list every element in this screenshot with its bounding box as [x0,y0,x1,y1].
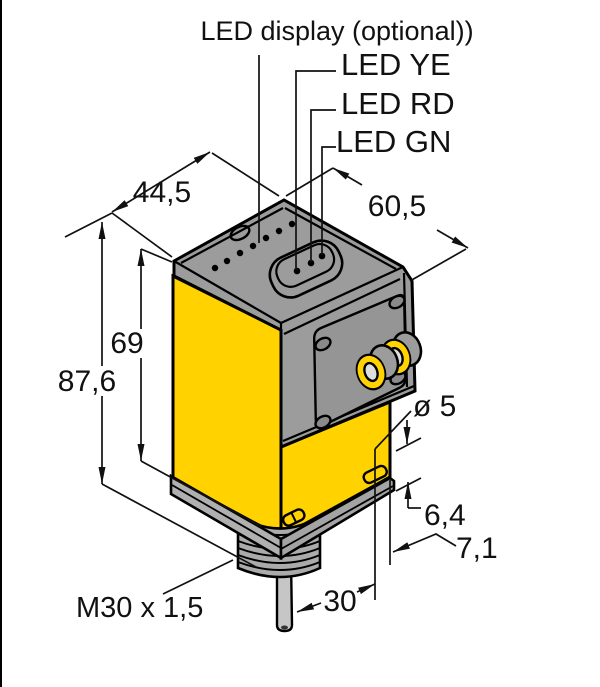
led-gn-label: LED GN [336,124,451,159]
lens-ring-icon [357,355,385,389]
dimension-lines [64,151,469,613]
led-ye-dot [293,267,301,275]
led-display-dots [211,220,296,272]
screw-icon [388,294,406,310]
lens-optics [355,331,423,391]
led-rd-label: LED RD [341,86,455,121]
cable-end-icon [281,625,288,630]
thread-label: M30 x 1,5 [76,592,203,624]
dim-hole-to-bottom: 6,4 [424,499,466,532]
status-led-dots [293,252,326,275]
screw-icon [314,336,332,352]
dim-top-width: 44,5 [133,176,191,209]
dim-body-height: 69 [110,327,143,360]
dim-hole-to-edge: 7,1 [456,532,498,565]
led-gn-dot [318,252,326,260]
dim-hole-diameter: ø 5 [413,390,456,423]
dim-cable-to-hole: 30 [323,585,356,618]
top-hole-icon [229,224,251,242]
lens-bore [363,361,379,383]
led-rd-dot [307,259,315,267]
dim-total-height: 87,6 [58,365,116,398]
mounting-holes [281,464,388,527]
screw-icon [314,414,332,430]
led-display-label: LED display (optional)) [200,16,473,46]
led-leader-lines [258,55,336,270]
dim-top-depth: 60,5 [368,190,426,223]
led-ye-label: LED YE [341,47,451,82]
